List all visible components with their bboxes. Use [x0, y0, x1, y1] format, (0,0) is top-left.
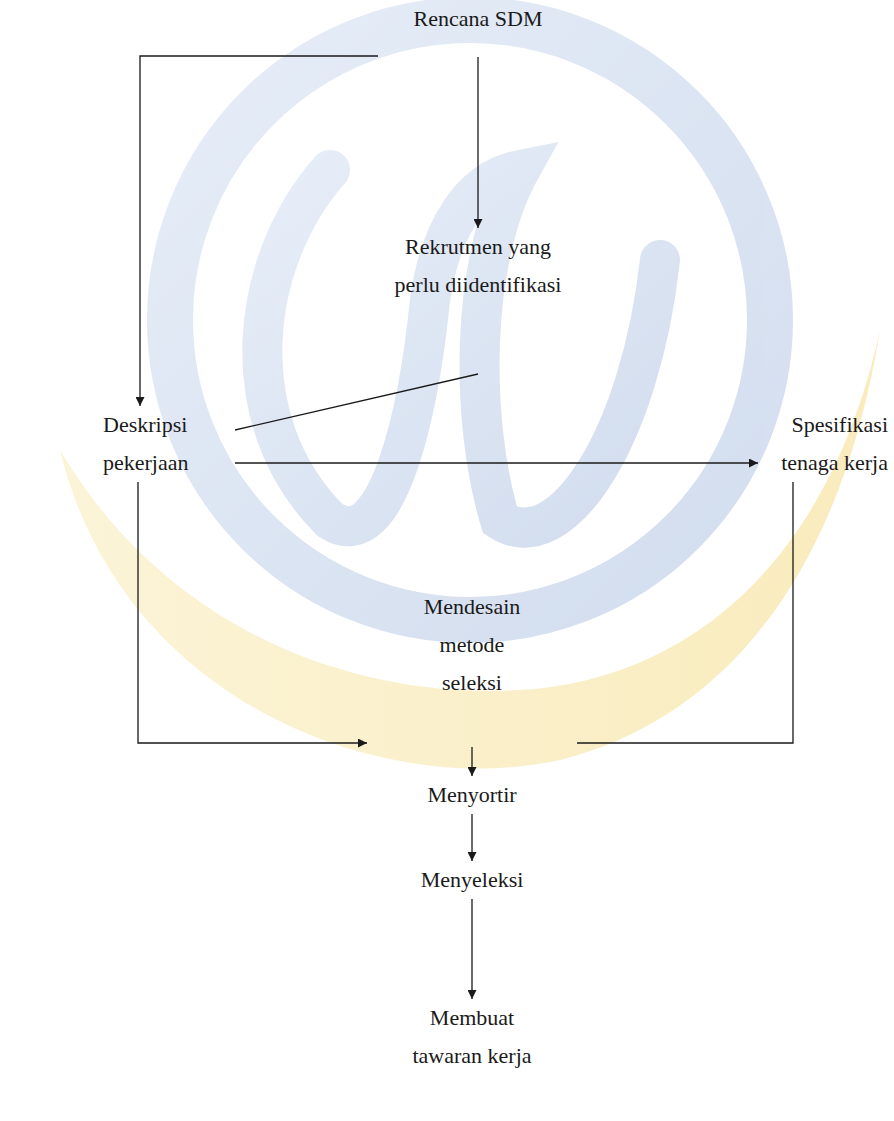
- node-label: Spesifikasi tenaga kerja: [758, 406, 888, 482]
- flow-connector: [138, 482, 367, 743]
- flow-connector: [477, 57, 478, 228]
- node-label: Menyeleksi: [392, 861, 552, 899]
- text-node: Rencana SDM: [378, 0, 578, 57]
- node-label: Membuat tawaran kerja: [407, 999, 537, 1075]
- flow-connector: [235, 462, 758, 463]
- text-node: Rekrutmen yang perlu diidentifikasi: [387, 228, 569, 374]
- node-label: Mendesain metode seleksi: [417, 588, 527, 702]
- flow-connector: [235, 374, 478, 430]
- flow-connector: [577, 482, 793, 743]
- logo-crescent: [60, 330, 880, 769]
- flow-connector: [471, 814, 472, 861]
- text-node: Spesifikasi tenaga kerja: [758, 406, 888, 482]
- text-node: Menyortir: [392, 776, 552, 814]
- flow-connector: [471, 747, 472, 776]
- text-node: Deskripsi pekerjaan: [103, 406, 235, 482]
- node-label: Menyortir: [392, 776, 552, 814]
- logo-ring: [170, 20, 770, 620]
- flow-connector: [140, 56, 378, 406]
- node-label: Deskripsi pekerjaan: [103, 406, 223, 482]
- node-label: Rencana SDM: [378, 0, 578, 38]
- text-node: Membuat tawaran kerja: [407, 999, 537, 1075]
- flow-connector: [471, 899, 472, 999]
- text-node: Menyeleksi: [392, 861, 552, 899]
- text-node: Mendesain metode seleksi: [367, 588, 577, 747]
- node-label: Rekrutmen yang perlu diidentifikasi: [387, 228, 569, 304]
